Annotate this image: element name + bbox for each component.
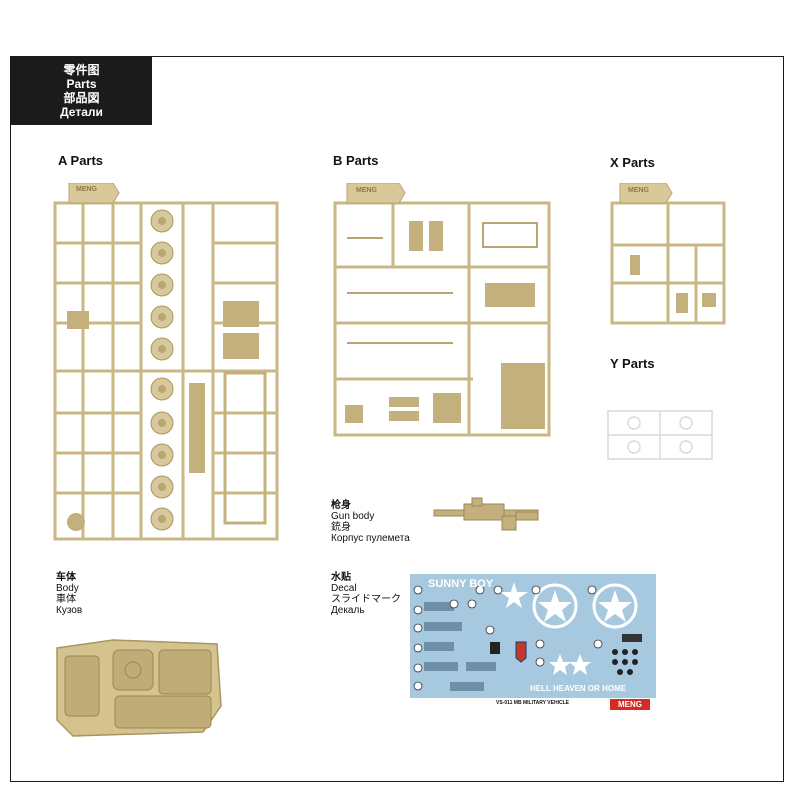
decal-zh: 水贴 — [331, 572, 351, 583]
section-title-x: X Parts — [610, 155, 655, 170]
gun-body-zh: 枪身 — [331, 500, 351, 511]
gun-body-ru: Корпус пулемета — [331, 533, 410, 544]
decal-en: Decal — [331, 583, 357, 594]
header-line-ja: 部品図 — [63, 90, 100, 105]
sprue-b-tag: MENG — [356, 187, 377, 194]
header-line-en: Parts — [66, 76, 97, 91]
gun-body-ja: 銃身 — [331, 522, 351, 533]
section-title-y: Y Parts — [610, 356, 655, 371]
decal-sheet-image: SUNNY BOY HELL HEAVEN OR HOME VS-011 MB … — [410, 574, 656, 712]
gun-body-en: Gun body — [331, 511, 375, 522]
sprue-x-image — [610, 183, 726, 325]
gun-body-image — [433, 497, 539, 531]
body-zh: 车体 — [56, 572, 76, 583]
sprue-x-tag: MENG — [628, 187, 649, 194]
section-title-b: B Parts — [333, 153, 379, 168]
decal-footer: VS-011 MB MILITARY VEHICLE MENG — [410, 698, 656, 712]
decal-graphics — [413, 582, 642, 691]
decal-label: 水贴 Decal スライドマーク Декаль — [331, 572, 401, 616]
body-ja: 車体 — [56, 594, 76, 605]
page-frame — [10, 56, 784, 782]
meng-logo: MENG — [610, 699, 650, 710]
sprue-a-tag: MENG — [76, 186, 97, 193]
section-title-a: A Parts — [58, 153, 104, 168]
decal-product-name: VS-011 MB MILITARY VEHICLE — [496, 700, 569, 706]
body-label: 车体 Body 車体 Кузов — [56, 572, 82, 616]
sprue-b-image — [333, 183, 551, 437]
decal-ru: Декаль — [331, 605, 365, 616]
sprue-a-image — [53, 183, 279, 541]
header-line-zh: 零件图 — [63, 62, 100, 77]
body-image — [56, 639, 222, 737]
gun-body-label: 枪身 Gun body 銃身 Корпус пулемета — [331, 500, 410, 544]
header-line-ru: Детали — [60, 104, 103, 119]
parts-header: 零件图 Parts 部品図 Детали — [11, 56, 152, 125]
body-ru: Кузов — [56, 605, 83, 616]
decal-ja: スライドマーク — [331, 594, 401, 605]
decal-sunny-boy: SUNNY BOY — [428, 578, 494, 590]
sprue-y-image — [607, 410, 713, 460]
decal-hell-heaven: HELL HEAVEN OR HOME — [530, 684, 627, 693]
body-en: Body — [56, 583, 79, 594]
